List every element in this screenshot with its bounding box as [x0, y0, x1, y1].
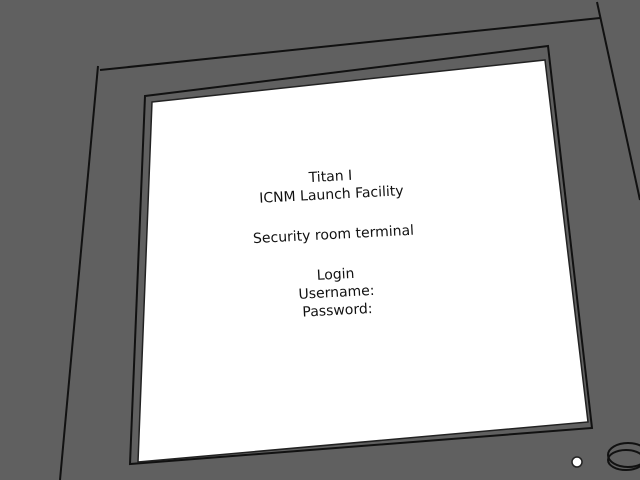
monitor-bezel [59, 1, 640, 480]
terminal-text: Titan I ICNM Launch Facility Security ro… [230, 163, 438, 325]
power-knob[interactable] [607, 442, 640, 471]
terminal-screen [137, 59, 589, 463]
power-led [571, 456, 583, 468]
